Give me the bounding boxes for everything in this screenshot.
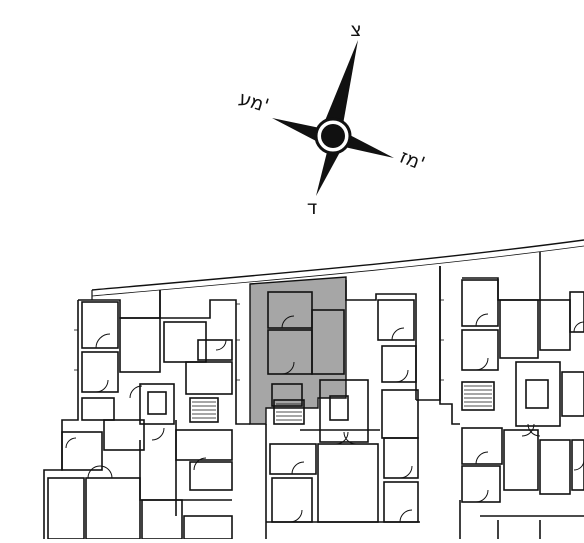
building-left-wing bbox=[43, 290, 250, 540]
compass-needle-north bbox=[322, 40, 358, 130]
compass-needle-west bbox=[272, 118, 320, 142]
compass-label-north: צ bbox=[350, 19, 361, 41]
wall-details bbox=[74, 299, 444, 381]
building-right-wing bbox=[439, 252, 584, 539]
compass-rose: צ ד מע' מז' bbox=[236, 19, 428, 219]
site-boundary bbox=[91, 239, 584, 300]
door-swings-center bbox=[281, 315, 413, 523]
compass-label-south: ד bbox=[307, 197, 317, 219]
door-swings-left bbox=[65, 333, 227, 479]
compass-label-east: מז' bbox=[397, 146, 428, 176]
highlighted-apartment bbox=[249, 276, 347, 425]
building-center-wing bbox=[265, 266, 441, 539]
compass-center-dot bbox=[321, 124, 345, 148]
compass-needle-south bbox=[316, 148, 340, 196]
compass-label-west: מע' bbox=[236, 87, 271, 117]
compass-needle-east bbox=[340, 132, 394, 158]
